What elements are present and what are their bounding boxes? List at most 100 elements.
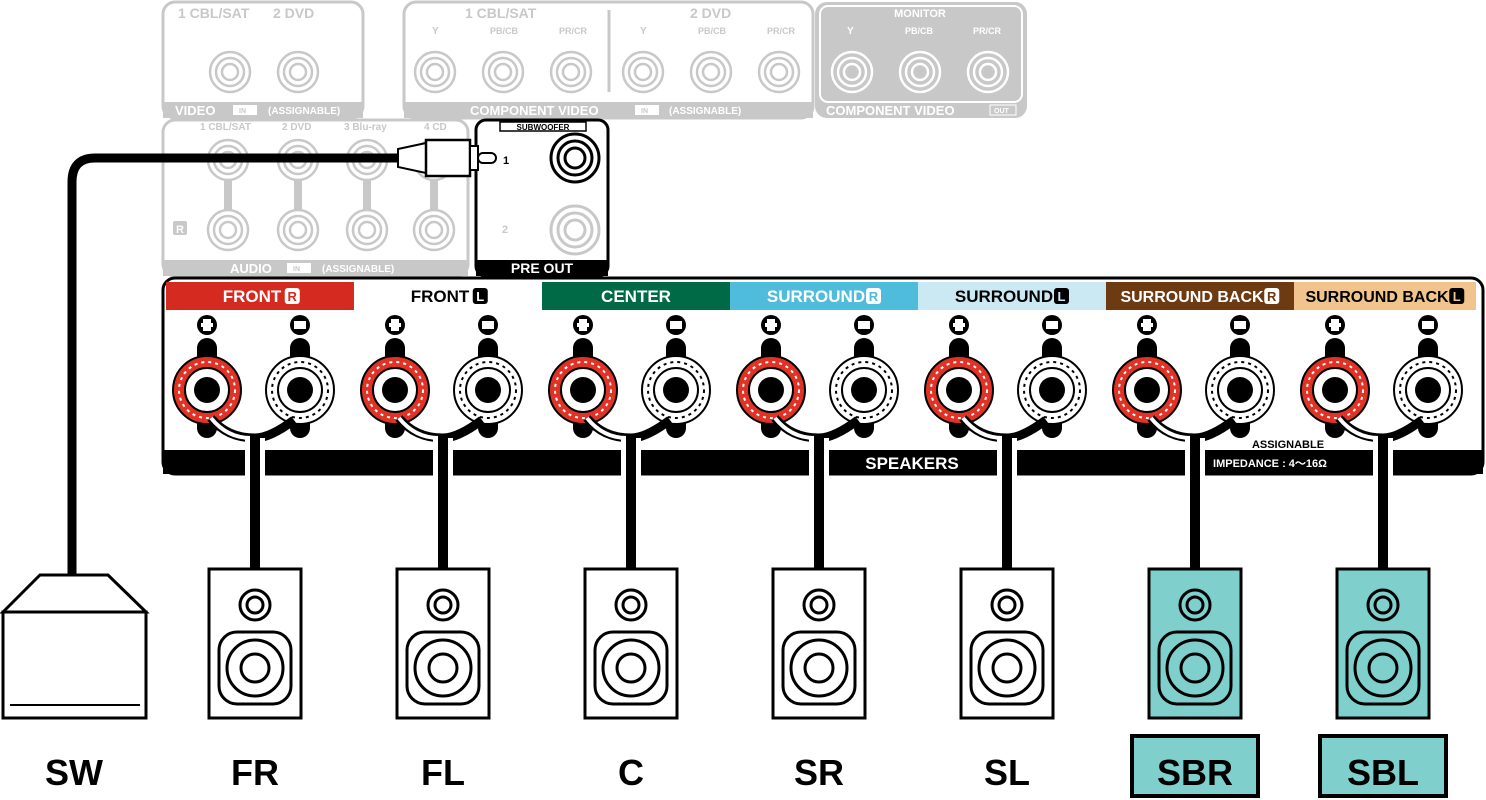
- subwoofer-jack-1[interactable]: [549, 132, 601, 184]
- tweeter-center: [1373, 595, 1393, 615]
- audio-footer: AUDIO: [230, 261, 272, 276]
- rca-jack[interactable]: [481, 50, 525, 94]
- rca-jack[interactable]: [413, 50, 457, 94]
- tweeter-center: [997, 595, 1017, 615]
- negative-terminal[interactable]: [453, 315, 523, 438]
- rca-jack[interactable]: [898, 50, 942, 94]
- component-video-out-panel: MONITOR Y PB/CB PR/CR COMPONENT VIDEO OU…: [815, 2, 1027, 118]
- video-in-panel: 1 CBL/SAT 2 DVD VIDEO IN (ASSIGNABLE): [161, 0, 365, 120]
- speaker-cable: [1190, 436, 1200, 570]
- component-group-2: 2 DVD: [690, 5, 731, 21]
- tweeter-center: [433, 595, 453, 615]
- jack-ring: [481, 50, 525, 94]
- negative-terminal[interactable]: [641, 315, 711, 438]
- jack-ring: [966, 50, 1010, 94]
- rca-jack[interactable]: [276, 208, 320, 252]
- terminal-knurl: [178, 361, 236, 419]
- jack-ring: [621, 50, 665, 94]
- subwoofer: SW: [0, 573, 150, 793]
- rca-jack[interactable]: [345, 208, 389, 252]
- speaker-fr: FR: [207, 567, 303, 793]
- jack-ring: [689, 50, 733, 94]
- terminal-knurl: [1211, 361, 1269, 419]
- positive-terminal[interactable]: [1112, 315, 1182, 438]
- right-channel-mark: R: [176, 224, 184, 236]
- jack-ring: [842, 62, 862, 82]
- audio-input-2: 2 DVD: [282, 122, 311, 133]
- speaker-cable: [1378, 436, 1388, 570]
- negative-terminal[interactable]: [1393, 315, 1463, 438]
- jack-ring: [757, 50, 801, 94]
- jack-link: [363, 180, 371, 210]
- negative-terminal[interactable]: [829, 315, 899, 438]
- sign: [858, 321, 870, 329]
- terminal-knurl: [647, 361, 705, 419]
- speaker-sbl: SBL: [1318, 567, 1448, 798]
- sign: [1329, 323, 1341, 327]
- jack-ring: [763, 56, 795, 88]
- positive-terminal[interactable]: [172, 315, 242, 438]
- side-label: L: [476, 289, 484, 304]
- sign: [294, 321, 306, 329]
- channel-label: SURROUND BACK: [1120, 289, 1264, 306]
- negative-terminal[interactable]: [1205, 315, 1275, 438]
- assignable-label: (ASSIGNABLE): [669, 106, 741, 117]
- jack-link: [430, 180, 438, 210]
- terminal-hole: [570, 377, 596, 403]
- terminal-hole: [851, 377, 877, 403]
- jack-ring: [898, 50, 942, 94]
- channel-label: FRONT: [411, 287, 470, 306]
- rca-jack[interactable]: [689, 50, 733, 94]
- rca-jack[interactable]: [206, 208, 250, 252]
- side-badge: [1449, 288, 1465, 304]
- woofer-dustcap: [803, 652, 835, 684]
- terminal-hole: [1039, 377, 1065, 403]
- rca-jack[interactable]: [757, 50, 801, 94]
- side-label: R: [288, 289, 298, 304]
- speakers-footer: SPEAKERS: [865, 454, 959, 473]
- terminal-knurl: [1399, 361, 1457, 419]
- sign: [1141, 323, 1153, 327]
- positive-terminal[interactable]: [548, 315, 618, 438]
- jack-ring: [493, 62, 513, 82]
- positive-terminal[interactable]: [360, 315, 430, 438]
- rca-jack[interactable]: [208, 50, 252, 94]
- positive-terminal[interactable]: [1300, 315, 1370, 438]
- rca-jack[interactable]: [412, 208, 456, 252]
- channel-band: [1294, 282, 1476, 310]
- positive-terminal[interactable]: [736, 315, 806, 438]
- rca-jack[interactable]: [621, 50, 665, 94]
- rca-jack[interactable]: [966, 50, 1010, 94]
- jack-ring: [276, 50, 320, 94]
- negative-terminal[interactable]: [265, 315, 335, 438]
- assignable-label: (ASSIGNABLE): [322, 264, 394, 275]
- video-footer: VIDEO: [175, 103, 215, 118]
- jack-ring: [424, 220, 444, 240]
- side-badge: [284, 288, 300, 304]
- audio-input-3: 3 Blu-ray: [344, 122, 387, 133]
- channel-band: [730, 282, 918, 310]
- terminal-knurl: [835, 361, 893, 419]
- rca-jack[interactable]: [276, 50, 320, 94]
- subwoofer-jack-2[interactable]: [549, 204, 601, 256]
- speaker-cable: [1002, 436, 1012, 570]
- jack-ring: [769, 62, 789, 82]
- channel-label: SURROUND: [767, 287, 865, 306]
- jack-ring: [208, 50, 252, 94]
- negative-terminal[interactable]: [1017, 315, 1087, 438]
- woofer-dustcap: [615, 652, 647, 684]
- sign: [765, 323, 777, 327]
- jack-label-y: Y: [432, 26, 439, 37]
- rca-jack[interactable]: [549, 50, 593, 94]
- terminal-knurl: [271, 361, 329, 419]
- rca-jack[interactable]: [830, 50, 874, 94]
- jack-link: [294, 180, 302, 210]
- speaker-cable: [438, 436, 448, 570]
- jack-link: [224, 180, 232, 210]
- terminal-hole: [194, 377, 220, 403]
- in-badge: IN: [293, 266, 300, 273]
- sign: [1422, 321, 1434, 329]
- jack-ring: [276, 208, 320, 252]
- woofer-dustcap: [427, 652, 459, 684]
- positive-terminal[interactable]: [924, 315, 994, 438]
